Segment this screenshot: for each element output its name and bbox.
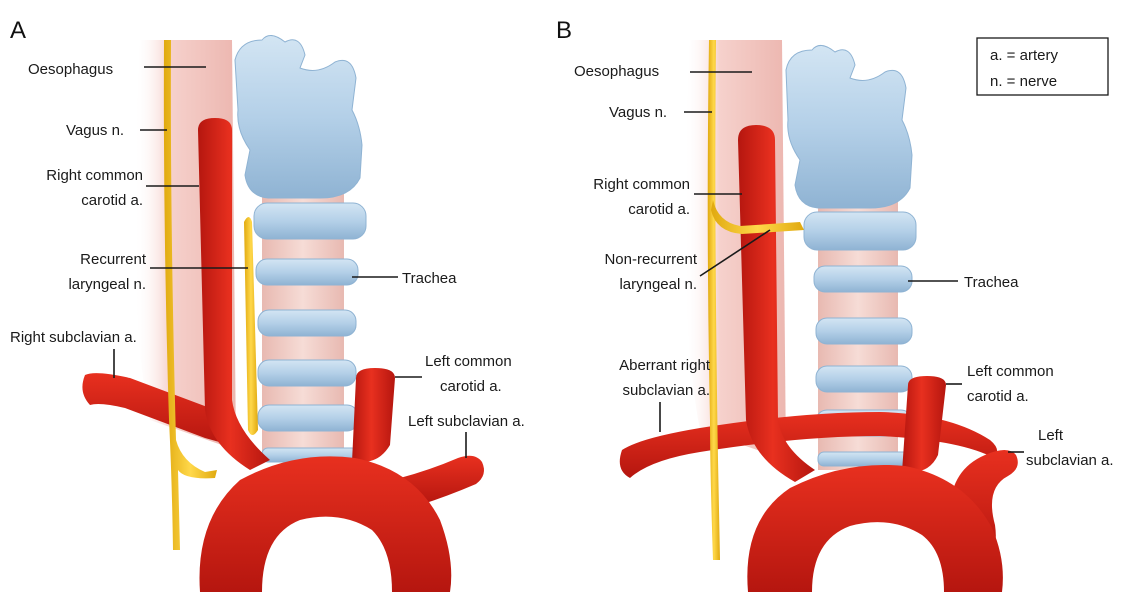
label-vagus: Vagus n. xyxy=(66,122,124,139)
panel-letter-b: B xyxy=(556,17,572,44)
label-oesophagus-b: Oesophagus xyxy=(574,63,659,80)
label-lsa: Left subclavian a. xyxy=(408,413,525,430)
label-lsa-1-b: Left xyxy=(1038,427,1064,444)
label-rcca-1-b: Right common xyxy=(593,176,690,193)
legend-artery: a. = artery xyxy=(990,47,1058,64)
thyroid-cartilage-b xyxy=(786,45,912,208)
label-trachea-b: Trachea xyxy=(964,274,1019,291)
label-trachea: Trachea xyxy=(402,270,457,287)
label-rcca-1: Right common xyxy=(46,167,143,184)
recurrent-laryngeal-nerve xyxy=(244,217,258,435)
label-arsa-2: subclavian a. xyxy=(622,382,710,399)
label-nrln-2: laryngeal n. xyxy=(619,276,697,293)
label-nrln-1: Non-recurrent xyxy=(604,251,697,268)
label-oesophagus: Oesophagus xyxy=(28,61,113,78)
label-lcca-2-b: carotid a. xyxy=(967,388,1029,405)
label-rln-2: laryngeal n. xyxy=(68,276,146,293)
label-rcca-2-b: carotid a. xyxy=(628,201,690,218)
label-rcca-2: carotid a. xyxy=(81,192,143,209)
left-common-carotid-artery xyxy=(352,368,395,462)
panel-b: B a. = artery n. = nerve xyxy=(556,17,1114,592)
label-lsa-2-b: subclavian a. xyxy=(1026,452,1114,469)
label-arsa-1: Aberrant right xyxy=(619,357,711,374)
left-common-carotid-artery-b xyxy=(902,376,946,472)
legend-nerve: n. = nerve xyxy=(990,73,1057,90)
label-lcca-2: carotid a. xyxy=(440,378,502,395)
label-rsa: Right subclavian a. xyxy=(10,329,137,346)
panel-letter-a: A xyxy=(10,17,26,44)
label-lcca-1-b: Left common xyxy=(967,363,1054,380)
label-vagus-b: Vagus n. xyxy=(609,104,667,121)
label-lcca-1: Left common xyxy=(425,353,512,370)
label-rln-1: Recurrent xyxy=(80,251,147,268)
thyroid-cartilage xyxy=(235,35,362,198)
panel-a: A Oesophagus Vagu xyxy=(10,17,525,592)
legend-box: a. = artery n. = nerve xyxy=(977,38,1108,95)
